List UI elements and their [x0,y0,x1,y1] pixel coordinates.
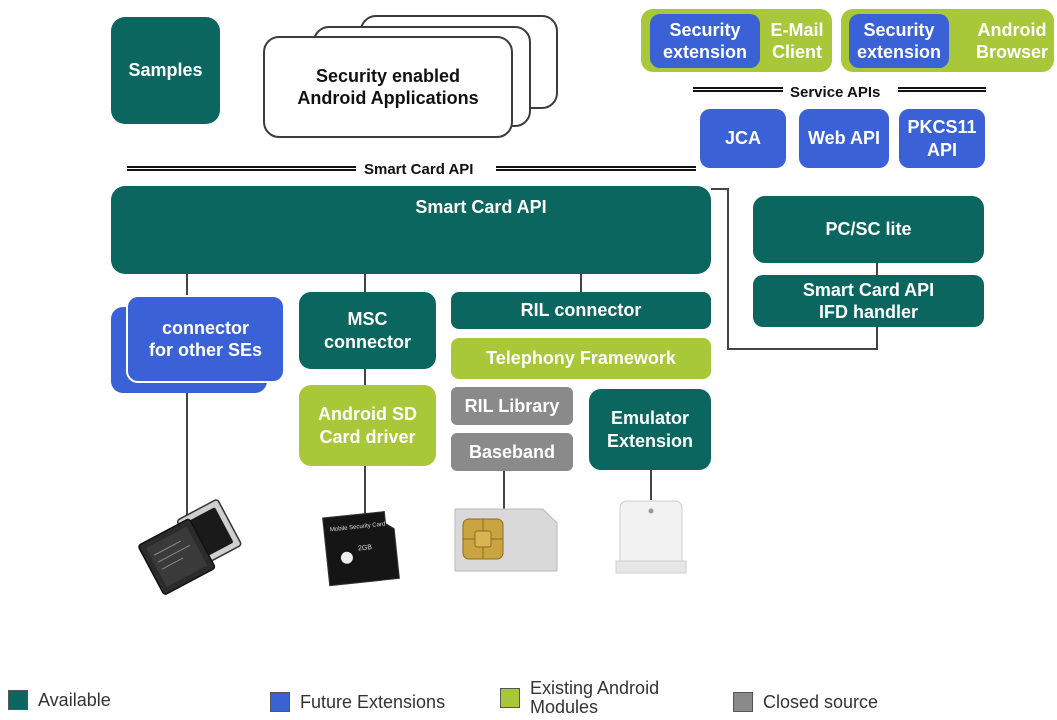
email-security-extension-label: Security extension [662,19,748,63]
sim-card-image [454,508,558,572]
pcsc-lite-label: PC/SC lite [825,219,912,240]
svg-text:2GB: 2GB [358,544,373,552]
smartcard-api-line-right [496,166,696,171]
email-security-extension: Security extension [650,14,760,68]
other-se-connector-label: connector for other SEs [148,317,263,361]
sd-card-driver-label: Android SD Card driver [318,404,417,447]
emulator-extension-label: Emulator Extension [606,408,694,451]
sd-card-print: Mobile Security Card [330,522,386,534]
android-browser-label: Android Browser [975,19,1049,63]
jca-box: JCA [700,109,786,168]
connector-line [186,385,188,515]
card-reader-device-image [615,500,687,574]
connector-line [364,368,366,388]
email-client: E-Mail Client [762,14,832,68]
connector-line [711,188,728,190]
samples-label: Samples [128,60,203,81]
samples-box: Samples [111,17,220,124]
connector-line [364,272,366,294]
msc-connector-label: MSC connector [323,309,411,352]
legend-swatch-future [270,692,290,712]
jca-label: JCA [724,128,761,149]
connector-line [364,465,366,515]
web-api-label: Web API [807,128,880,149]
emulator-extension-box: Emulator Extension [589,389,711,470]
service-apis-line-right [898,87,986,92]
smartcard-api-box: Smart Card API [111,186,711,274]
other-se-connector-box: connector for other SEs [126,295,285,383]
browser-security-extension-label: Security extension [856,19,942,63]
legend-swatch-available [8,690,28,710]
sd-card-driver-box: Android SD Card driver [299,385,436,466]
browser-security-extension: Security extension [849,14,949,68]
legend-closed: Closed source [733,692,878,712]
legend-label-existing: Existing Android Modules [530,678,660,717]
connector-line [876,326,878,350]
telephony-framework-box: Telephony Framework [451,338,711,379]
android-browser: Android Browser [970,14,1054,68]
legend-swatch-existing [500,687,520,708]
telephony-framework-label: Telephony Framework [486,348,676,369]
smartcard-api-label: Smart Card API [415,197,547,217]
security-apps-box: Security enabled Android Applications [263,36,513,138]
connector-line [727,188,729,350]
connector-line [727,348,878,350]
pcsc-lite-box: PC/SC lite [753,196,984,263]
baseband-box: Baseband [451,433,573,471]
legend-label-future: Future Extensions [300,691,446,712]
smartcard-api-header-label: Smart Card API [364,161,474,178]
ril-connector-label: RIL connector [520,300,642,321]
embedded-se-chip-image [138,499,242,595]
service-apis-label: Service APIs [790,84,881,101]
ril-library-label: RIL Library [464,395,560,416]
ril-library-box: RIL Library [451,387,573,425]
legend-existing: Existing Android Modules [500,679,659,717]
pkcs11-label: PKCS11 API [907,117,977,160]
legend-label-available: Available [38,689,111,710]
pkcs11-box: PKCS11 API [899,109,985,168]
connector-line [503,470,505,510]
connector-line [186,272,188,302]
ifd-handler-box: Smart Card API IFD handler [753,275,984,327]
security-apps-label: Security enabled Android Applications [297,65,479,109]
ril-connector-box: RIL connector [451,292,711,329]
connector-line [650,470,652,500]
smartcard-api-line-left [127,166,356,171]
email-client-label: E-Mail Client [770,19,824,63]
legend-label-closed: Closed source [763,691,879,712]
connector-line [580,272,582,294]
legend-swatch-closed [733,692,753,712]
connector-line [876,262,878,276]
web-api-box: Web API [799,109,889,168]
ifd-handler-label: Smart Card API IFD handler [802,279,935,323]
service-apis-line-left [693,87,783,92]
micro-sd-card-image: Mobile Security Card 2GB [322,511,400,587]
legend-future: Future Extensions [270,692,445,712]
baseband-label: Baseband [468,441,556,462]
msc-connector-box: MSC connector [299,292,436,369]
legend-available: Available [8,690,111,710]
